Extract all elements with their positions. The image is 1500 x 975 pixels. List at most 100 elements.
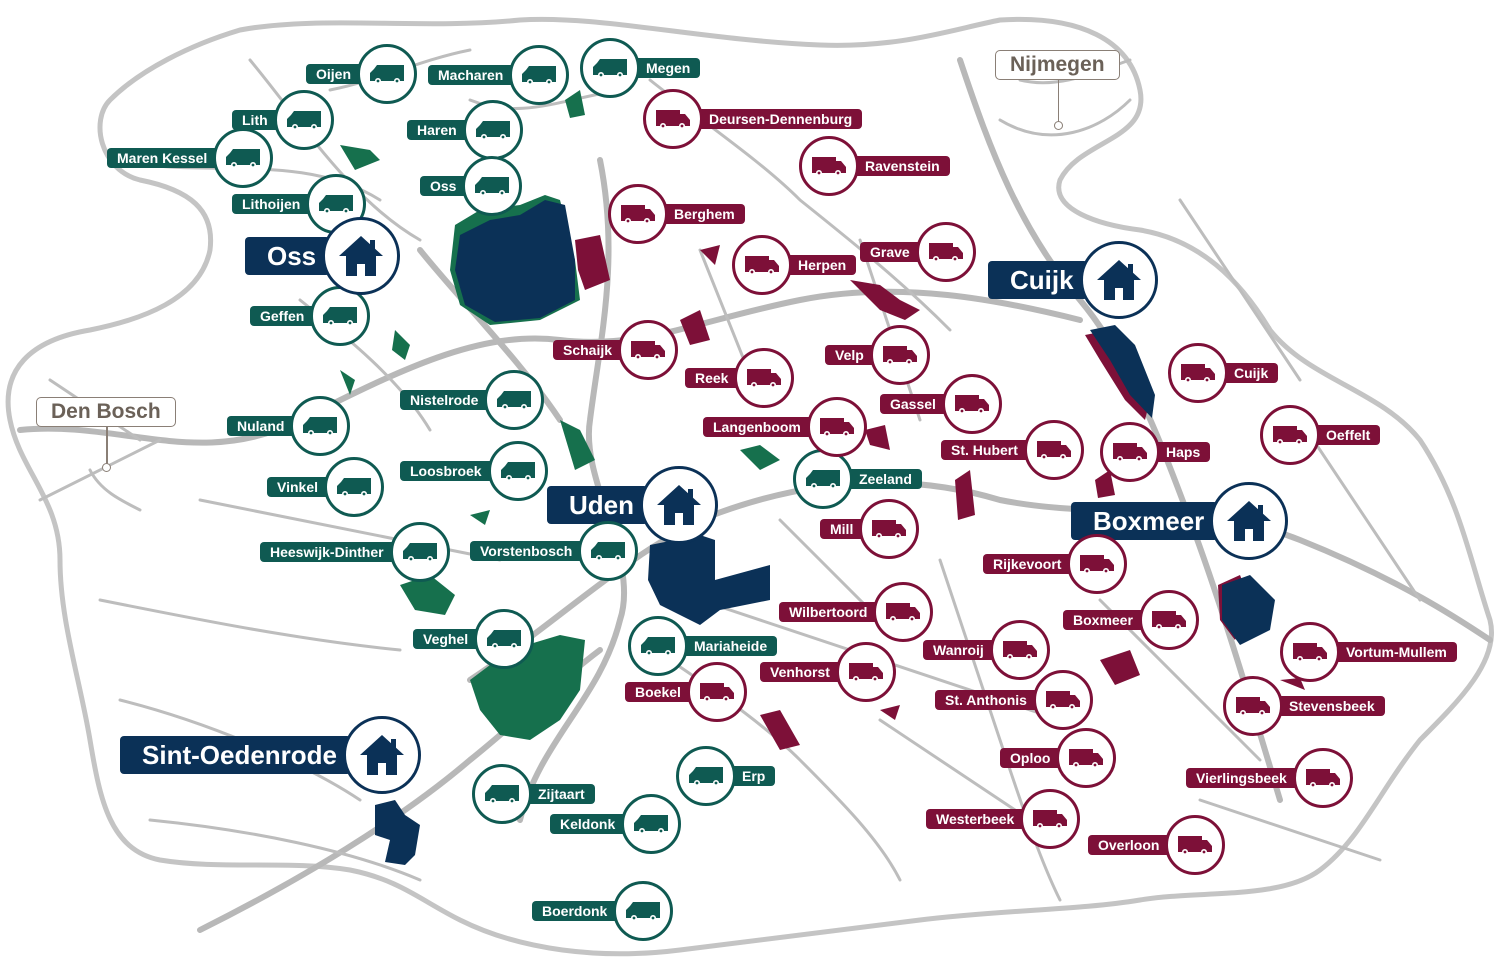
location-label: Gassel bbox=[880, 394, 950, 414]
truck-icon bbox=[799, 136, 859, 196]
location-marker-venhorst[interactable]: Venhorst bbox=[760, 642, 896, 702]
location-label: Geffen bbox=[250, 306, 319, 326]
truck-icon bbox=[618, 320, 679, 380]
location-marker-keldonk[interactable]: Keldonk bbox=[550, 794, 682, 854]
location-marker-cuijk[interactable]: Cuijk bbox=[1168, 343, 1279, 403]
location-marker-westerbeek[interactable]: Westerbeek bbox=[926, 789, 1081, 849]
location-label: Boxmeer bbox=[1071, 502, 1219, 540]
truck-icon bbox=[1223, 676, 1283, 736]
location-marker-boxmeer[interactable]: Boxmeer bbox=[1063, 590, 1199, 650]
location-marker-zijtaart[interactable]: Zijtaart bbox=[472, 764, 595, 824]
house-icon bbox=[343, 716, 422, 794]
truck-icon bbox=[1020, 789, 1081, 849]
location-marker-mill[interactable]: Mill bbox=[820, 499, 920, 559]
area-sint-oedenrode bbox=[375, 800, 420, 865]
location-marker-oss[interactable]: Oss bbox=[420, 156, 523, 216]
location-marker-boekel[interactable]: Boekel bbox=[625, 662, 747, 722]
location-marker-macharen[interactable]: Macharen bbox=[428, 45, 570, 105]
truck-icon bbox=[608, 184, 668, 244]
location-label: Ravenstein bbox=[851, 156, 950, 176]
location-marker-haren[interactable]: Haren bbox=[407, 100, 523, 160]
location-marker-maren-kessel[interactable]: Maren Kessel bbox=[107, 128, 274, 188]
location-marker-vinkel[interactable]: Vinkel bbox=[267, 457, 384, 517]
location-marker-oijen[interactable]: Oijen bbox=[306, 44, 418, 104]
location-marker-haps[interactable]: Haps bbox=[1100, 422, 1211, 482]
location-marker-gassel[interactable]: Gassel bbox=[880, 374, 1002, 434]
area-boxmeer bbox=[1218, 575, 1275, 645]
location-marker-overloon[interactable]: Overloon bbox=[1088, 815, 1226, 875]
location-label: Lith bbox=[232, 110, 282, 130]
location-label: Oijen bbox=[306, 64, 366, 84]
city-location-dot bbox=[102, 463, 111, 472]
location-marker-wanroij[interactable]: Wanroij bbox=[923, 620, 1050, 680]
location-marker-lithoijen[interactable]: Lithoijen bbox=[232, 174, 367, 234]
city-pin-line bbox=[106, 427, 108, 467]
location-marker-berghem[interactable]: Berghem bbox=[608, 184, 745, 244]
truck-icon bbox=[1168, 343, 1228, 403]
location-marker-boerdonk[interactable]: Boerdonk bbox=[532, 881, 674, 941]
location-marker-wilbertoord[interactable]: Wilbertoord bbox=[779, 582, 934, 642]
location-label: Macharen bbox=[428, 65, 518, 85]
location-marker-herpen[interactable]: Herpen bbox=[732, 235, 857, 295]
location-label: Megen bbox=[632, 58, 701, 78]
truck-icon bbox=[643, 89, 703, 149]
city-pin-line bbox=[1057, 80, 1059, 125]
house-icon bbox=[640, 466, 718, 544]
location-marker-deursen-dennenburg[interactable]: Deursen-Dennenburg bbox=[643, 89, 863, 149]
hub-marker-cuijk[interactable]: Cuijk bbox=[988, 241, 1158, 319]
location-marker-heeswijk-dinther[interactable]: Heeswijk-Dinther bbox=[260, 522, 450, 582]
location-marker-reek[interactable]: Reek bbox=[685, 348, 795, 408]
location-label: Boxmeer bbox=[1063, 610, 1147, 630]
location-label: Vortum-Mullem bbox=[1332, 642, 1457, 662]
location-marker-loosbroek[interactable]: Loosbroek bbox=[400, 441, 548, 501]
hub-marker-boxmeer[interactable]: Boxmeer bbox=[1071, 482, 1289, 560]
van-icon bbox=[389, 522, 450, 582]
location-marker-mariaheide[interactable]: Mariaheide bbox=[628, 616, 778, 676]
location-marker-zeeland[interactable]: Zeeland bbox=[793, 449, 922, 509]
area-cuijk bbox=[1085, 325, 1155, 420]
location-marker-velp[interactable]: Velp bbox=[825, 325, 930, 385]
location-marker-grave[interactable]: Grave bbox=[860, 222, 976, 282]
van-icon bbox=[613, 881, 674, 941]
location-label: Nuland bbox=[227, 416, 299, 436]
location-marker-stevensbeek[interactable]: Stevensbeek bbox=[1223, 676, 1385, 736]
hub-marker-oss[interactable]: Oss bbox=[245, 217, 401, 295]
location-label: Overloon bbox=[1088, 835, 1174, 855]
location-marker-veghel[interactable]: Veghel bbox=[413, 609, 535, 669]
location-marker-lith[interactable]: Lith bbox=[232, 90, 334, 150]
truck-icon bbox=[1023, 420, 1084, 480]
location-marker-ravenstein[interactable]: Ravenstein bbox=[799, 136, 950, 196]
location-marker-st-hubert[interactable]: St. Hubert bbox=[941, 420, 1084, 480]
city-label-den-bosch: Den Bosch bbox=[36, 397, 176, 427]
truck-icon bbox=[989, 620, 1050, 680]
location-label: Deursen-Dennenburg bbox=[695, 109, 863, 129]
hub-marker-uden[interactable]: Uden bbox=[547, 466, 718, 544]
location-label: Grave bbox=[860, 242, 924, 262]
location-marker-geffen[interactable]: Geffen bbox=[250, 286, 371, 346]
location-marker-vortum-mullem[interactable]: Vortum-Mullem bbox=[1280, 622, 1457, 682]
location-label: Vierlingsbeek bbox=[1186, 768, 1301, 788]
location-marker-megen[interactable]: Megen bbox=[580, 38, 701, 98]
location-label: St. Hubert bbox=[941, 440, 1032, 460]
location-label: Erp bbox=[728, 766, 776, 786]
location-label: Haps bbox=[1152, 442, 1211, 462]
location-marker-vierlingsbeek[interactable]: Vierlingsbeek bbox=[1186, 748, 1353, 808]
location-marker-oploo[interactable]: Oploo bbox=[1000, 728, 1117, 788]
truck-icon bbox=[686, 662, 747, 722]
location-marker-nistelrode[interactable]: Nistelrode bbox=[400, 370, 545, 430]
location-marker-erp[interactable]: Erp bbox=[676, 746, 776, 806]
location-marker-langenboom[interactable]: Langenboom bbox=[703, 397, 867, 457]
van-icon bbox=[628, 616, 688, 676]
location-label: Mill bbox=[820, 519, 868, 539]
location-marker-schaijk[interactable]: Schaijk bbox=[553, 320, 679, 380]
location-marker-st-anthonis[interactable]: St. Anthonis bbox=[935, 670, 1093, 730]
van-icon bbox=[462, 156, 523, 216]
location-marker-vorstenbosch[interactable]: Vorstenbosch bbox=[470, 521, 639, 581]
location-marker-rijkevoort[interactable]: Rijkevoort bbox=[983, 534, 1128, 594]
location-label: Berghem bbox=[660, 204, 745, 224]
hub-marker-sint-oedenrode[interactable]: Sint-Oedenrode bbox=[120, 716, 422, 794]
location-marker-oeffelt[interactable]: Oeffelt bbox=[1260, 405, 1381, 465]
van-icon bbox=[487, 441, 548, 501]
area-berghem bbox=[575, 235, 610, 290]
location-marker-nuland[interactable]: Nuland bbox=[227, 396, 351, 456]
